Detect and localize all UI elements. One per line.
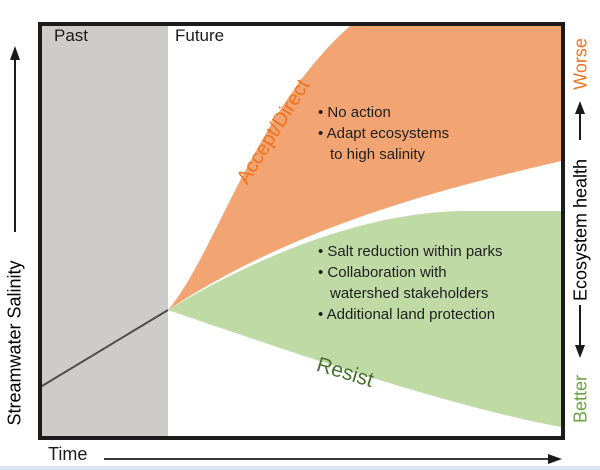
bullet-line: • Additional land protection (318, 306, 496, 323)
bullet-line: • No action (318, 104, 391, 121)
time-arrow-head (548, 454, 562, 464)
bullet-line-continuation: to high salinity (330, 146, 426, 163)
y-axis-label: Streamwater Salinity (4, 260, 25, 426)
right-axis-better-label: Better (570, 374, 591, 424)
right-axis-label: Ecosystem health (570, 158, 591, 302)
y-axis-arrow-head (10, 46, 20, 60)
bullet-line: • Salt reduction within parks (318, 243, 503, 260)
bullet-line-continuation: watershed stakeholders (330, 285, 489, 302)
plot-border (38, 22, 565, 440)
past-band (42, 26, 168, 436)
right-axis-worse-label: Worse (570, 38, 591, 90)
bottom-strip (0, 466, 600, 470)
bullet-line: • Adapt ecosystems (318, 125, 450, 142)
worse-arrow-head (575, 101, 585, 114)
better-arrow-head (575, 345, 585, 358)
past-label: Past (54, 26, 89, 45)
accept-direct-area (168, 26, 561, 310)
future-label: Future (175, 26, 225, 45)
x-axis-label: Time (48, 444, 88, 464)
accept-direct-bullet-list: • No action • Adapt ecosystems to high s… (318, 102, 449, 165)
resist-area (168, 211, 561, 427)
resist-bullet-list: • Salt reduction within parks • Collabor… (318, 241, 503, 325)
bullet-line: • Collaboration with (318, 264, 447, 281)
historical-trend-line (41, 309, 169, 387)
